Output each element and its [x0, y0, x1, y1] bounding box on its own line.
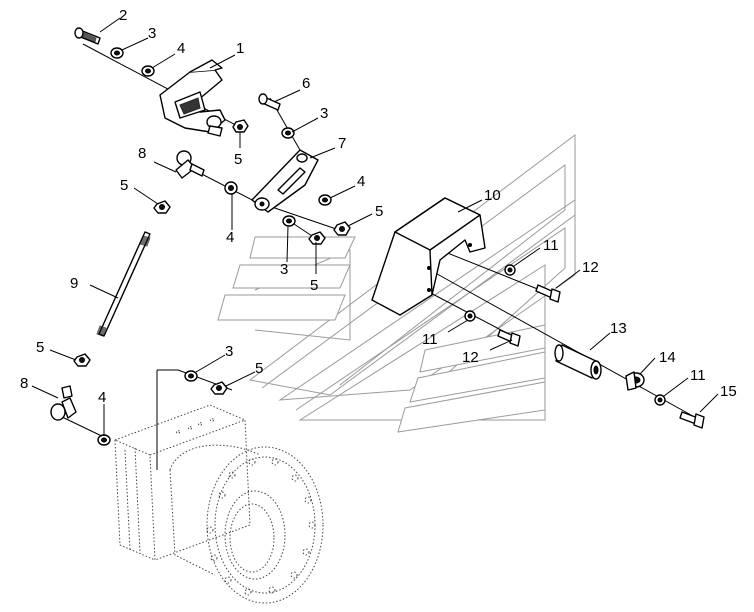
part-14-clamp — [625, 371, 645, 391]
callout-3-b: 3 — [320, 105, 328, 122]
callout-6: 6 — [302, 75, 310, 92]
callout-5-f: 5 — [255, 360, 263, 377]
callout-4-d: 4 — [98, 389, 106, 406]
callout-9: 9 — [70, 275, 78, 292]
callout-5-e: 5 — [36, 339, 44, 356]
callout-11: 11 — [543, 237, 559, 254]
part-4-washer-d — [97, 434, 111, 446]
callout-3-d: 3 — [225, 343, 233, 360]
callout-labels: 2 3 4 1 5 6 3 7 4 5 8 5 4 3 5 9 5 8 4 3 … — [20, 7, 737, 406]
part-5-nut-c — [308, 231, 326, 245]
callout-1: 1 — [236, 40, 244, 57]
part-5-nut-f — [210, 381, 228, 395]
part-4-washer-c — [224, 181, 238, 195]
part-4-washer — [141, 65, 155, 77]
callout-12: 12 — [582, 259, 599, 276]
part-5-nut-e — [73, 353, 91, 367]
part-8-ball-joint-b — [50, 385, 77, 421]
part-5-nut — [232, 119, 249, 133]
callout-2: 2 — [119, 7, 127, 24]
callout-11-c: 11 — [690, 367, 706, 384]
part-2-screw — [74, 27, 101, 45]
part-13-spacer — [554, 344, 602, 380]
part-12-bolt — [535, 284, 561, 303]
part-12-bolt-b — [497, 329, 521, 347]
part-3-washer — [110, 47, 124, 59]
callout-11-b: 11 — [422, 331, 438, 348]
axle-housing-flange — [114, 404, 324, 604]
part-9-rod — [96, 231, 151, 337]
leader-lines — [31, 17, 719, 436]
callout-14: 14 — [659, 349, 676, 366]
callout-4-c: 4 — [226, 229, 234, 246]
callout-8-b: 8 — [20, 375, 28, 392]
part-7-lever — [251, 149, 319, 213]
part-8-ball-joint — [175, 150, 205, 179]
callout-4-b: 4 — [357, 173, 365, 190]
callout-13: 13 — [610, 320, 627, 337]
assembly-centerlines — [59, 43, 701, 470]
callout-10: 10 — [484, 187, 501, 204]
part-3-washer-b — [281, 127, 295, 139]
part-11-washer-b — [464, 310, 476, 322]
part-4-washer-b — [318, 194, 332, 206]
callout-3-c: 3 — [280, 261, 288, 278]
part-10-cover — [371, 197, 486, 316]
callout-15: 15 — [720, 383, 737, 400]
part-3-washer-d — [184, 370, 198, 382]
part-5-nut-b — [333, 221, 351, 236]
callout-12-b: 12 — [462, 349, 479, 366]
callout-5-d: 5 — [310, 277, 318, 294]
callout-8: 8 — [138, 145, 146, 162]
part-11-washer — [504, 264, 516, 276]
callout-4: 4 — [177, 40, 185, 57]
callout-7: 7 — [338, 135, 346, 152]
part-6-screw — [258, 93, 281, 111]
part-15-bolt — [679, 411, 705, 429]
background-chevron-logo — [217, 133, 576, 433]
callout-5: 5 — [234, 151, 242, 168]
part-11-washer-c — [654, 394, 666, 406]
callout-5-b: 5 — [375, 203, 383, 220]
callout-3: 3 — [148, 25, 156, 42]
part-3-washer-c — [282, 215, 296, 227]
callout-5-c: 5 — [120, 177, 128, 194]
part-1-actuator — [159, 59, 226, 137]
